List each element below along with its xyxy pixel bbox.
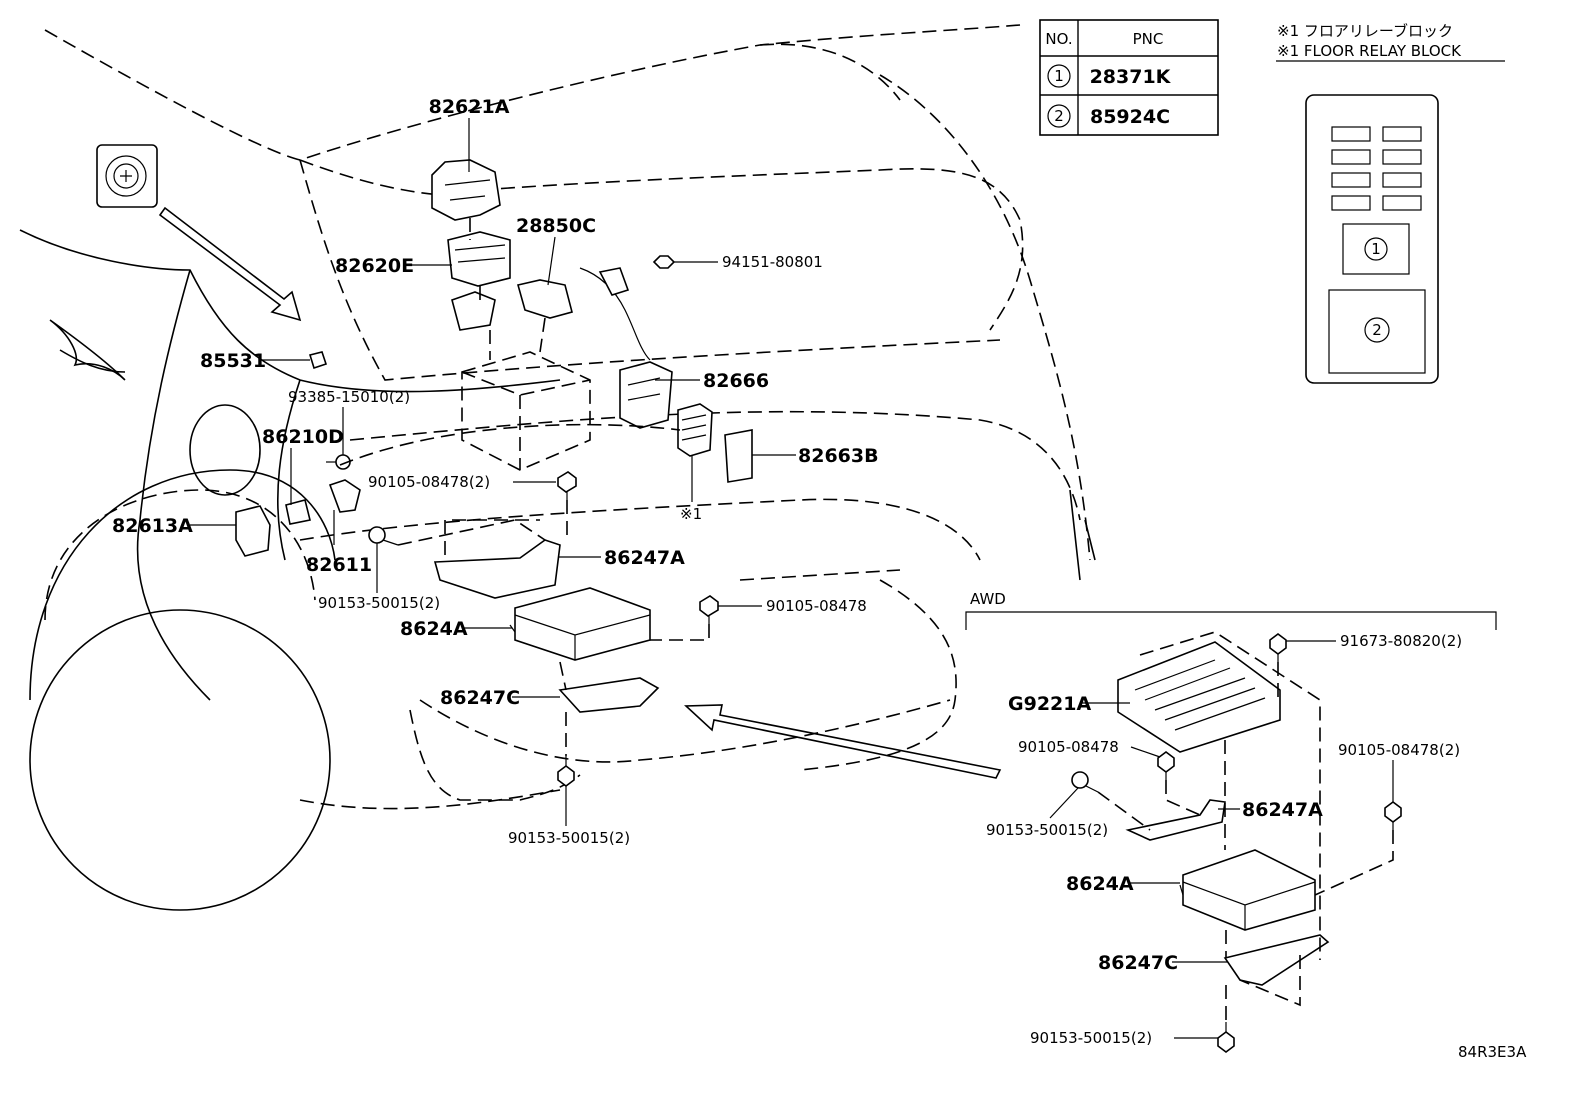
- part-relay-cover: [431, 159, 501, 221]
- label-82613A: 82613A: [112, 515, 193, 537]
- part-82663B: [724, 429, 753, 483]
- part-86210D: [285, 499, 311, 525]
- floor-relay-note: ※1 フロアリレーブロック ※1 FLOOR RELAY BLOCK: [1276, 22, 1505, 62]
- label-82611: 82611: [306, 554, 372, 576]
- part-ecu-8624A: [509, 587, 651, 661]
- awd-label-90105a: 90105-08478: [1018, 738, 1119, 756]
- part-82613A: [235, 505, 271, 557]
- table-row-2-no: 2: [1054, 107, 1064, 125]
- awd-part-bracket-86247C: [1223, 934, 1330, 986]
- table-header-no: NO.: [1045, 30, 1072, 48]
- note-japanese: ※1 フロアリレーブロック: [1277, 22, 1453, 40]
- part-nut-94151: [652, 255, 676, 269]
- pnc-table: NO. PNC 1 28371K 2 85924C: [1039, 19, 1219, 136]
- awd-part-ecu-8624A: [1179, 849, 1316, 931]
- label-82666: 82666: [703, 370, 769, 392]
- awd-label-90153a: 90153-50015(2): [986, 821, 1108, 839]
- label-86247A: 86247A: [604, 547, 685, 569]
- relay-block-inset: 1 2: [1305, 94, 1439, 384]
- awd-label-86247C: 86247C: [1098, 952, 1178, 974]
- relay-marker-1: 1: [1371, 240, 1381, 258]
- label-90153-left: 90153-50015(2): [318, 594, 440, 612]
- part-bracket-86247A: [433, 539, 561, 599]
- label-82620E: 82620E: [335, 255, 414, 277]
- label-star1: ※1: [680, 505, 702, 523]
- awd-label-91673: 91673-80820(2): [1340, 632, 1462, 650]
- install-paths-main: [339, 218, 710, 756]
- table-header-pnc: PNC: [1133, 30, 1164, 48]
- callouts-main: 82621A 28850C 82620E 94151-80801 85531 9…: [112, 96, 879, 847]
- part-82666: [619, 361, 673, 429]
- vehicle-body-outline: [19, 24, 1096, 911]
- part-box-frame: [461, 351, 591, 471]
- awd-label-90105b: 90105-08478(2): [1338, 741, 1460, 759]
- label-90153-lower: 90153-50015(2): [508, 829, 630, 847]
- awd-label-86247A: 86247A: [1242, 799, 1323, 821]
- table-row-2-pnc: 85924C: [1090, 106, 1170, 128]
- awd-part-bolt-90105b: [1384, 801, 1402, 830]
- awd-label-G9221A: G9221A: [1008, 693, 1091, 715]
- label-28850C: 28850C: [516, 215, 596, 237]
- awd-part-bolt-90105a: [1157, 751, 1175, 780]
- part-relay-bracket: [451, 291, 496, 331]
- label-90105-upper: 90105-08478(2): [368, 473, 490, 491]
- label-94151: 94151-80801: [722, 253, 823, 271]
- part-bolt-93385: [326, 454, 351, 470]
- part-bolt-90105-upper: [557, 471, 577, 500]
- label-82663B: 82663B: [798, 445, 879, 467]
- part-relay-block: [447, 231, 511, 287]
- part-bracket-86247C: [558, 677, 660, 713]
- awd-label-8624A: 8624A: [1066, 873, 1134, 895]
- table-row-1-pnc: 28371K: [1090, 66, 1172, 88]
- label-8624A: 8624A: [400, 618, 468, 640]
- part-82611: [328, 479, 361, 513]
- part-relay-connector: [677, 403, 713, 457]
- figure-code: 84R3E3A: [1458, 1043, 1527, 1061]
- part-wire-connector: [517, 267, 651, 361]
- part-bolt-90153-left: [368, 526, 399, 546]
- label-90105-mid: 90105-08478: [766, 597, 867, 615]
- label-93385: 93385-15010(2): [288, 388, 410, 406]
- part-bolt-90153-lower: [557, 756, 575, 787]
- awd-section: AWD: [965, 590, 1497, 1053]
- awd-part-G9221A: [1117, 641, 1281, 753]
- relay-marker-2: 2: [1372, 321, 1382, 339]
- table-row-1-no: 1: [1054, 67, 1064, 85]
- awd-title: AWD: [970, 590, 1006, 608]
- note-english: ※1 FLOOR RELAY BLOCK: [1277, 42, 1462, 60]
- part-clip-85531: [308, 351, 328, 370]
- view-direction-icon: [96, 144, 302, 322]
- label-85531: 85531: [200, 350, 266, 372]
- part-bolt-90105-mid: [699, 595, 719, 624]
- awd-direction-arrow: [684, 704, 1002, 779]
- awd-part-bolt-90153b: [1217, 1022, 1235, 1053]
- label-82621A: 82621A: [429, 96, 510, 118]
- awd-part-bracket-86247A: [1125, 799, 1226, 841]
- label-86247C: 86247C: [440, 687, 520, 709]
- awd-part-bolt-91673: [1269, 633, 1287, 662]
- label-86210D: 86210D: [262, 426, 344, 448]
- awd-part-bolt-90153a: [1071, 771, 1099, 793]
- awd-label-90153b: 90153-50015(2): [1030, 1029, 1152, 1047]
